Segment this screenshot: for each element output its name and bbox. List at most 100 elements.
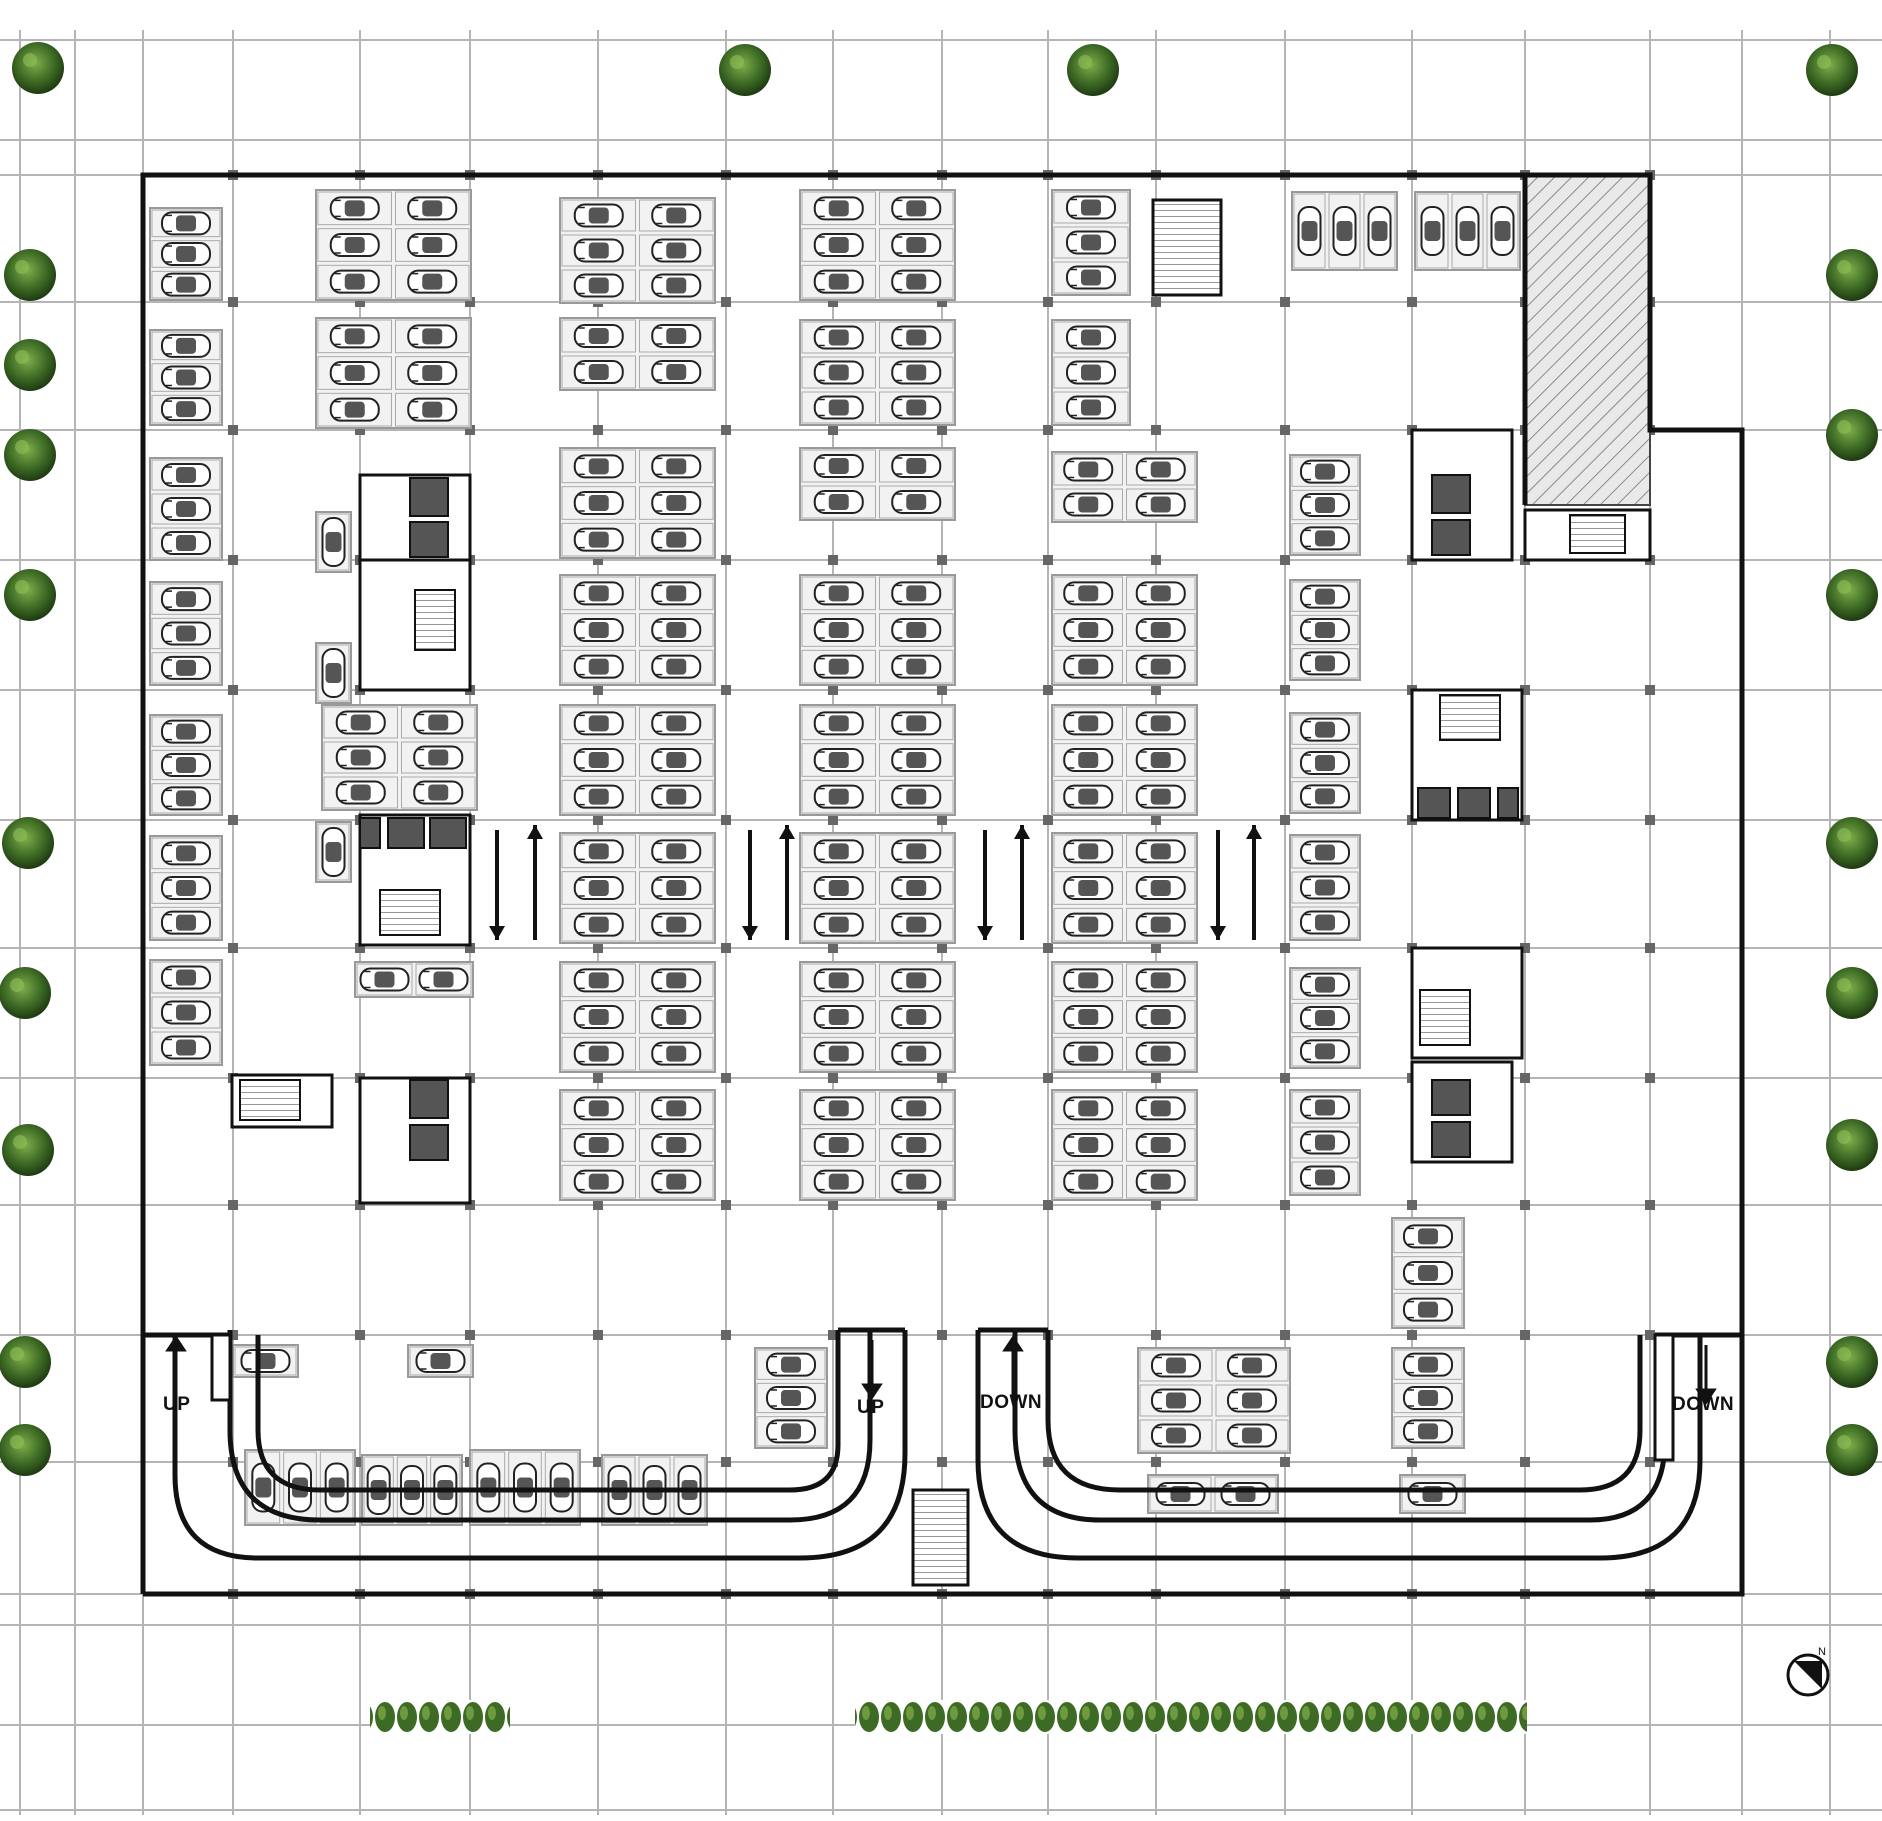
car-icon — [1063, 784, 1114, 809]
car-icon — [1490, 206, 1515, 256]
tree-highlight — [10, 978, 24, 992]
parking-stall — [801, 1000, 876, 1034]
column — [1151, 1457, 1161, 1467]
column — [465, 1330, 475, 1340]
tree-highlight — [1817, 55, 1831, 69]
parking-stall — [879, 779, 954, 814]
column — [1043, 297, 1053, 307]
column — [721, 1457, 731, 1467]
column — [465, 297, 475, 307]
car-icon — [1300, 459, 1350, 484]
car-icon — [1063, 618, 1114, 642]
parking-stall — [801, 963, 876, 998]
column — [1645, 685, 1655, 695]
tree-canopy — [4, 569, 56, 621]
car-icon — [161, 1035, 211, 1060]
car-icon — [891, 325, 942, 350]
parking-stall — [561, 1036, 636, 1071]
tree-highlight — [1837, 1130, 1851, 1144]
car-icon — [573, 527, 624, 552]
car-icon — [891, 748, 942, 772]
parking-stall — [879, 356, 954, 389]
car-icon — [1135, 839, 1186, 864]
car-icon — [891, 1005, 942, 1029]
car-icon — [813, 1169, 864, 1194]
car-icon — [161, 965, 211, 990]
parking-stall — [879, 1164, 954, 1199]
parking-stall — [561, 613, 636, 647]
tree-highlight — [10, 1435, 24, 1449]
column — [937, 555, 947, 565]
car-icon — [651, 654, 702, 679]
tree-icon — [4, 249, 56, 301]
column — [593, 425, 603, 435]
elevator-shaft — [387, 817, 425, 849]
parking-stall — [1126, 871, 1196, 905]
car-icon — [813, 233, 864, 257]
car-icon — [1300, 875, 1350, 900]
parking-stall — [639, 613, 714, 647]
tree-highlight — [1837, 420, 1851, 434]
column — [465, 943, 475, 953]
stair — [379, 889, 441, 936]
parking-stall — [801, 391, 876, 424]
car-icon — [651, 203, 702, 228]
column — [828, 943, 838, 953]
car-icon — [161, 463, 211, 487]
column — [228, 943, 238, 953]
parking-stall — [317, 264, 392, 299]
car-icon — [1063, 1169, 1114, 1194]
car-icon — [651, 1133, 702, 1157]
stair — [414, 589, 456, 651]
tree-canopy — [1826, 817, 1878, 869]
car-icon — [161, 719, 211, 744]
car-icon — [329, 361, 380, 385]
column — [1043, 425, 1053, 435]
car-icon — [891, 395, 942, 420]
car-icon — [891, 839, 942, 864]
parking-stall — [879, 1091, 954, 1126]
parking-stall — [879, 871, 954, 905]
column — [721, 297, 731, 307]
car-icon — [415, 1349, 466, 1373]
tree-canopy — [1067, 44, 1119, 96]
column — [1280, 943, 1290, 953]
tree-canopy — [2, 1124, 54, 1176]
column — [1280, 1457, 1290, 1467]
car-icon — [161, 621, 211, 646]
car-icon — [1300, 784, 1350, 809]
column — [1645, 1200, 1655, 1210]
parking-stall — [1215, 1419, 1289, 1452]
column — [828, 425, 838, 435]
parking-stall — [151, 240, 221, 268]
parking-stall — [879, 191, 954, 226]
car-icon — [651, 324, 702, 348]
tree-icon — [1826, 409, 1878, 461]
car-icon — [651, 968, 702, 993]
car-icon — [573, 581, 624, 606]
car-icon — [813, 912, 864, 937]
tree-highlight — [13, 828, 27, 842]
parking-stall — [151, 331, 221, 361]
parking-stall — [561, 355, 636, 389]
parking-stall — [1291, 614, 1359, 646]
car-icon — [359, 967, 410, 992]
parking-stall — [151, 394, 221, 424]
parking-stall — [1215, 1349, 1289, 1382]
column — [1280, 1073, 1290, 1083]
parking-stall — [1393, 1256, 1463, 1290]
car-icon — [573, 454, 624, 479]
car-icon — [161, 587, 211, 612]
elevator-shaft — [409, 521, 449, 558]
parking-stall — [756, 1416, 826, 1447]
tree-canopy — [2, 817, 54, 869]
car-icon — [813, 454, 864, 478]
column — [1151, 1073, 1161, 1083]
column — [1280, 1330, 1290, 1340]
tree-highlight — [10, 1347, 24, 1361]
parking-stall — [1486, 193, 1519, 269]
car-icon — [161, 365, 211, 390]
parking-stall — [151, 906, 221, 939]
parking-stall — [317, 644, 350, 702]
column — [355, 943, 365, 953]
